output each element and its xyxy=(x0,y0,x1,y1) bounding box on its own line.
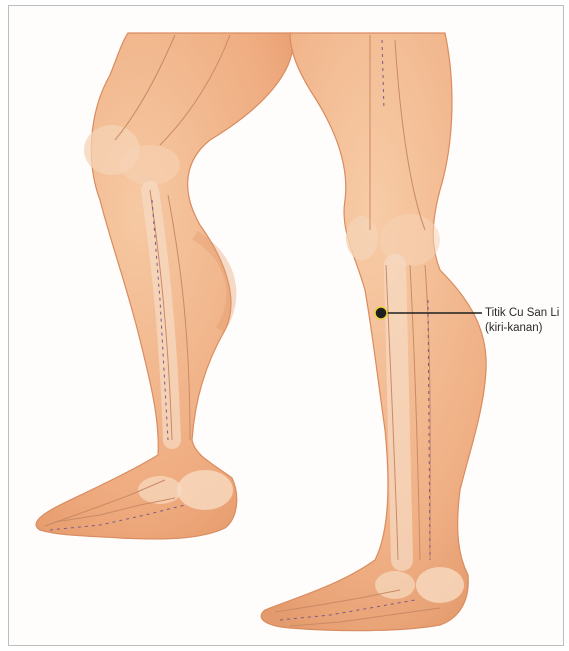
acupoint-marker xyxy=(375,307,387,319)
acupoint-label-line1: Titik Cu San Li xyxy=(485,306,559,321)
left-leg xyxy=(36,33,293,539)
acupoint-label: Titik Cu San Li (kiri-kanan) xyxy=(485,306,559,336)
acupoint-label-line2: (kiri-kanan) xyxy=(485,321,559,336)
right-leg xyxy=(261,33,486,631)
